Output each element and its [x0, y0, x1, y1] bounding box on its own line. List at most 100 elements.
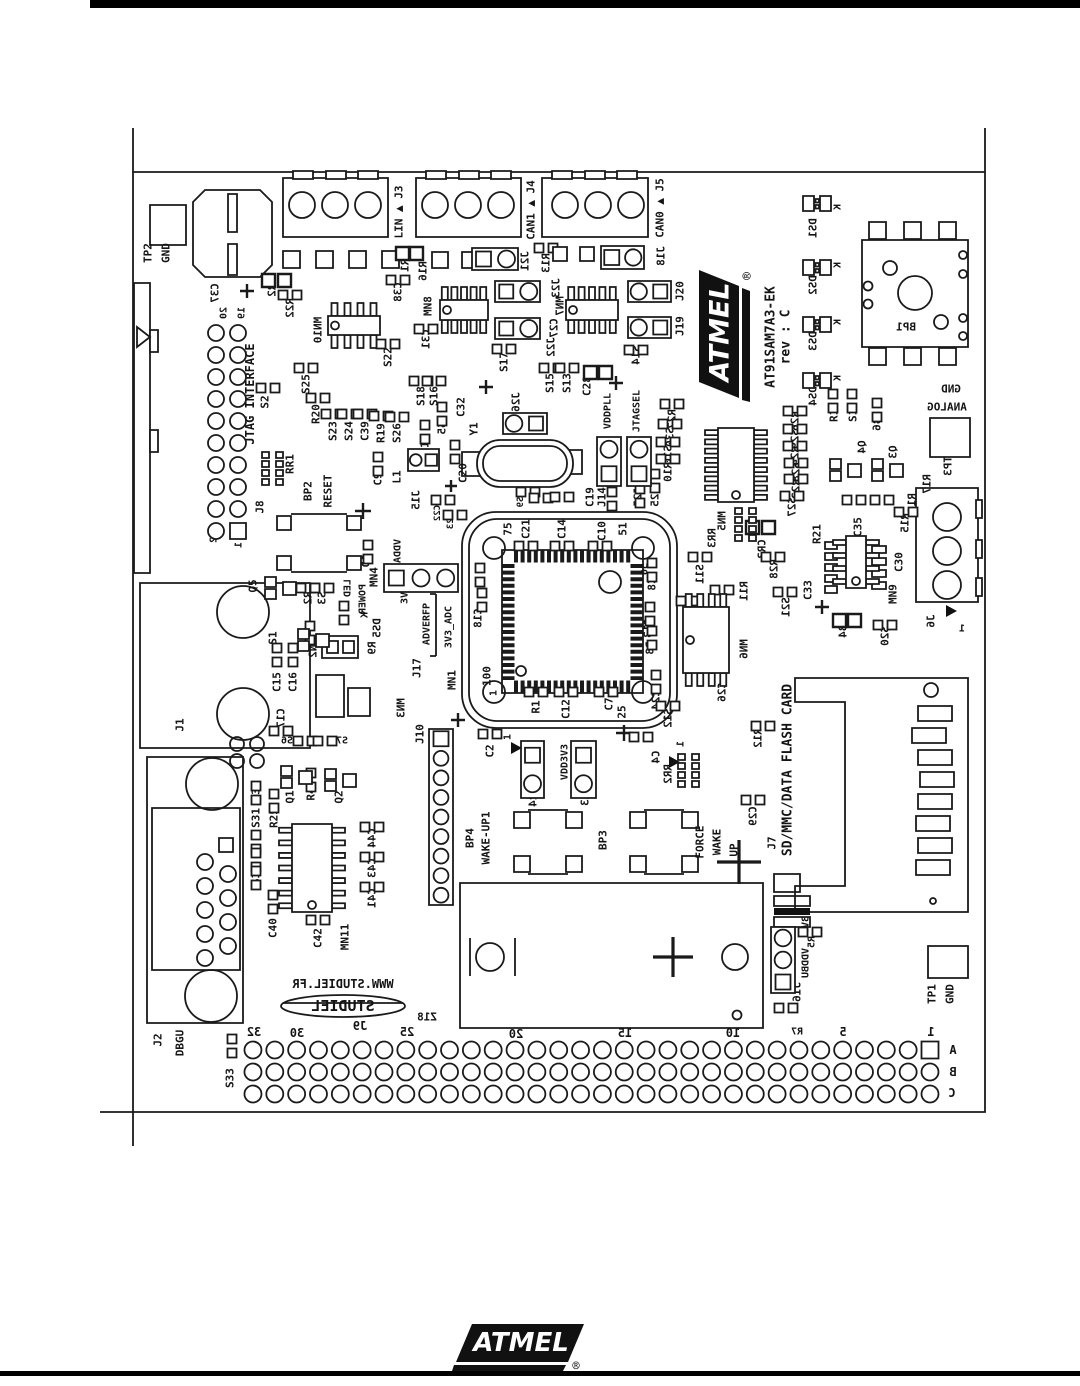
grid-pin — [922, 1064, 939, 1081]
grid-pin — [332, 1086, 349, 1103]
passive-pad — [829, 404, 838, 413]
led-pad — [803, 317, 814, 332]
jumper-pin-square — [499, 322, 513, 336]
passive-pad — [648, 627, 657, 636]
passive-pad — [458, 511, 467, 520]
silkscreen-label: DS4 — [807, 386, 820, 406]
rnet-pad — [692, 781, 699, 787]
silkscreen-label: DS3 — [807, 331, 820, 351]
grid-pin — [681, 1086, 698, 1103]
jumper-pin — [520, 283, 537, 300]
ic-pin — [451, 320, 457, 333]
silkscreen-label: R12 — [752, 728, 765, 748]
pad — [349, 251, 366, 268]
silkscreen-label: 19 — [237, 307, 248, 319]
rnet-pad — [678, 781, 685, 787]
passive-pad — [361, 823, 370, 832]
jumper-pin-square — [476, 252, 491, 267]
silkscreen-label: Q2 — [333, 790, 346, 803]
silkscreen-label: S13 — [561, 373, 574, 393]
ic-notch — [331, 322, 339, 330]
grid-pin — [725, 1042, 742, 1059]
passive-pad — [752, 722, 761, 731]
silkscreen-label: S3 — [316, 591, 329, 604]
passive-pad — [415, 325, 424, 334]
sdcard-connector-j7 — [774, 678, 968, 927]
testpoint-tp2 — [150, 205, 186, 245]
grid-pin — [856, 1086, 873, 1103]
transistor-pad — [872, 459, 883, 469]
ic-body — [846, 536, 866, 588]
passive-pad — [677, 597, 686, 606]
plus-mark — [445, 480, 457, 492]
silkscreen-label: BP3 — [597, 830, 610, 850]
passive-pad — [551, 542, 560, 551]
grid-pin — [747, 1086, 764, 1103]
passive-pad — [391, 340, 400, 349]
silkscreen-label: JTAGSEL — [632, 390, 643, 432]
grid-pin — [266, 1086, 283, 1103]
passive-pad — [269, 891, 278, 900]
silkscreen-label: R1 — [530, 700, 543, 714]
silkscreen-label: S16 — [428, 386, 441, 406]
transistor-pad — [325, 769, 336, 779]
footer-logo-text: ATMEL — [471, 1328, 569, 1358]
silkscreen-label: VDDPLL — [603, 393, 614, 429]
jumper-pin — [434, 868, 449, 883]
rnet-pad — [262, 479, 269, 485]
passive-pad — [661, 400, 670, 409]
silkscreen-label: K — [833, 319, 844, 325]
ic-body — [292, 824, 332, 912]
jumper-pin-square — [525, 748, 540, 763]
ic-pin — [279, 853, 292, 858]
pad — [553, 247, 567, 261]
passive-pad — [799, 459, 808, 468]
transistor-pad — [343, 774, 356, 787]
plus-mark — [479, 380, 493, 394]
jtag-pin — [230, 413, 246, 429]
silkscreen-label: J17 — [411, 658, 424, 678]
passive-pad — [325, 584, 334, 593]
passive-pad — [306, 622, 315, 631]
grid-pin — [244, 1042, 261, 1059]
passive-pad — [270, 804, 279, 813]
silkscreen-label: S25 — [300, 374, 313, 394]
bold-pad — [410, 247, 423, 260]
silkscreen-label: J6 — [925, 614, 938, 628]
passive-pad — [630, 733, 639, 742]
silkscreen-label: R16 — [417, 261, 430, 281]
jumper-pin — [575, 775, 592, 792]
led-mark — [816, 326, 820, 330]
silkscreen-label: SD/MMC/DATA FLASH CARD — [781, 684, 796, 856]
ic-pin — [332, 891, 345, 896]
ic-pin — [480, 287, 486, 300]
grid-pin — [790, 1064, 807, 1081]
silkscreen-label: C30 — [893, 552, 906, 572]
passive-pad — [689, 553, 698, 562]
rnet-pad — [692, 754, 699, 760]
grid-pin — [812, 1086, 829, 1103]
silkscreen-label: 50 — [640, 563, 651, 575]
grid-pin — [463, 1086, 480, 1103]
passive-pad — [857, 496, 866, 505]
silkscreen-label: C12 — [560, 699, 573, 719]
silkscreen-label: MN1 — [446, 670, 459, 690]
ic-pin — [709, 673, 715, 686]
passive-pad — [423, 377, 432, 386]
passive-pad — [636, 499, 645, 508]
jumper-pin — [631, 283, 647, 299]
silkscreen-label: C40 — [267, 918, 280, 938]
connector-j2-dsub — [147, 757, 243, 1023]
ic-pin — [332, 335, 338, 348]
ic-pin — [579, 287, 585, 300]
passive-pad — [340, 602, 349, 611]
silkscreen-label: C22 — [433, 505, 443, 521]
passive-pad — [784, 407, 793, 416]
jumper-pin-square — [653, 285, 667, 299]
button-bp4 — [514, 810, 582, 874]
silkscreen-label: 20 — [509, 1027, 523, 1041]
passive-pad — [228, 1035, 237, 1044]
bold-pad — [396, 247, 409, 260]
silkscreen-label: 51 — [617, 522, 630, 536]
grid-pin — [572, 1086, 589, 1103]
